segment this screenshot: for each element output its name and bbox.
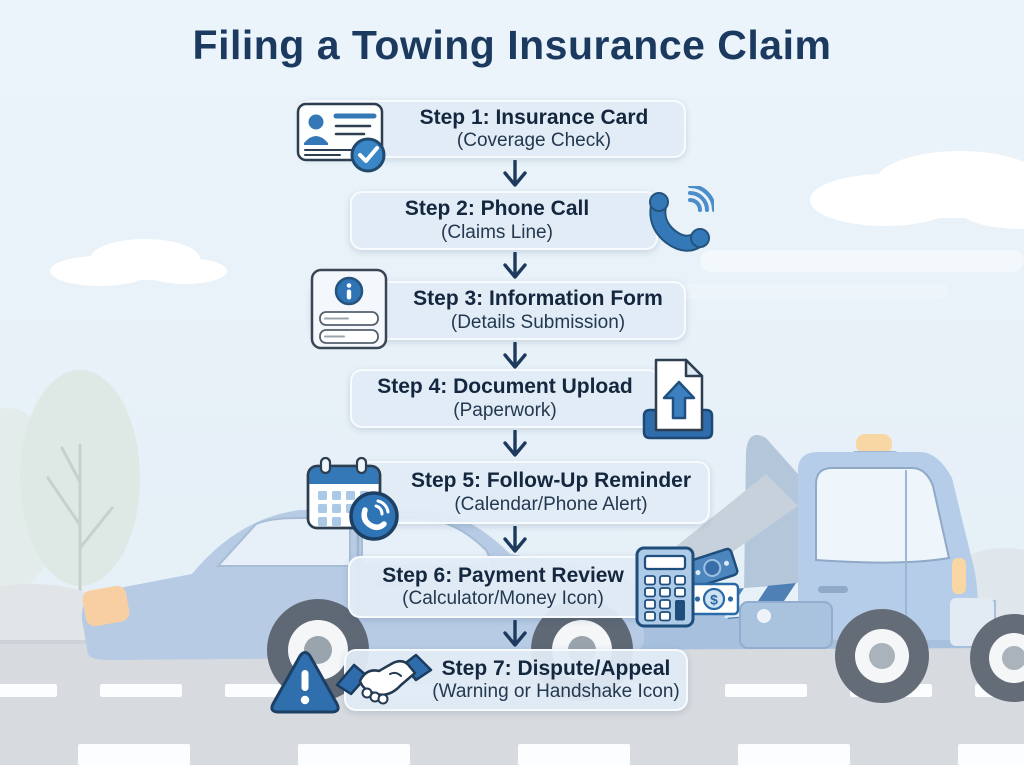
flow-arrow-3	[503, 342, 527, 369]
step-5-label: Step 5: Follow-Up Reminder	[410, 469, 691, 493]
flow-arrow-6	[503, 620, 527, 647]
flow-arrow-5	[503, 526, 527, 553]
calendar-phone-alert-icon	[302, 452, 402, 544]
flow-arrow-4	[503, 430, 527, 457]
phone-call-icon	[646, 184, 716, 252]
information-form-icon	[306, 266, 392, 352]
step-4-label: Step 4: Document Upload	[377, 375, 633, 399]
tree	[0, 370, 140, 624]
flow-arrow-2	[503, 252, 527, 279]
beacon-light	[856, 434, 892, 454]
cloud-streak-2	[648, 284, 948, 299]
step-4-box: Step 4: Document Upload (Paperwork)	[350, 369, 660, 428]
document-upload-icon	[638, 356, 718, 442]
handshake-icon	[334, 650, 434, 710]
cloud-left	[50, 239, 227, 286]
page-title: Filing a Towing Insurance Claim	[192, 22, 832, 68]
step-7-label: Step 7: Dispute/Appeal	[441, 656, 671, 680]
taillight	[82, 585, 130, 627]
step-3-label: Step 3: Information Form	[413, 287, 663, 311]
flow-arrow-1	[503, 160, 527, 187]
money-bill-front: $	[688, 582, 740, 616]
side-marker-light	[952, 558, 966, 594]
step-6-box: Step 6: Payment Review (Calculator/Money…	[348, 556, 658, 618]
step-4-sublabel: (Paperwork)	[453, 399, 557, 421]
step-7-sublabel: (Warning or Handshake Icon)	[432, 681, 680, 703]
step-2-label: Step 2: Phone Call	[404, 197, 590, 221]
warning-triangle-icon	[266, 648, 344, 716]
truck-wheel-front	[970, 614, 1024, 702]
calculator-money-icon: $	[634, 544, 740, 632]
step-5-box: Step 5: Follow-Up Reminder (Calendar/Pho…	[352, 461, 710, 524]
truck-wheel	[835, 609, 929, 703]
insurance-card-check-icon	[294, 98, 394, 176]
svg-text:$: $	[710, 592, 718, 608]
step-2-box: Step 2: Phone Call (Claims Line)	[350, 191, 658, 250]
step-3-sublabel: (Details Submission)	[450, 311, 626, 333]
step-6-sublabel: (Calculator/Money Icon)	[402, 588, 604, 610]
step-6-label: Step 6: Payment Review	[382, 563, 624, 587]
cloud-right	[810, 151, 1024, 229]
step-1-sublabel: (Coverage Check)	[456, 130, 612, 152]
step-1-label: Step 1: Insurance Card	[419, 105, 649, 129]
cloud-streak	[700, 250, 1024, 272]
calculator	[635, 546, 695, 628]
step-2-sublabel: (Claims Line)	[441, 221, 553, 243]
step-5-sublabel: (Calendar/Phone Alert)	[454, 493, 648, 515]
